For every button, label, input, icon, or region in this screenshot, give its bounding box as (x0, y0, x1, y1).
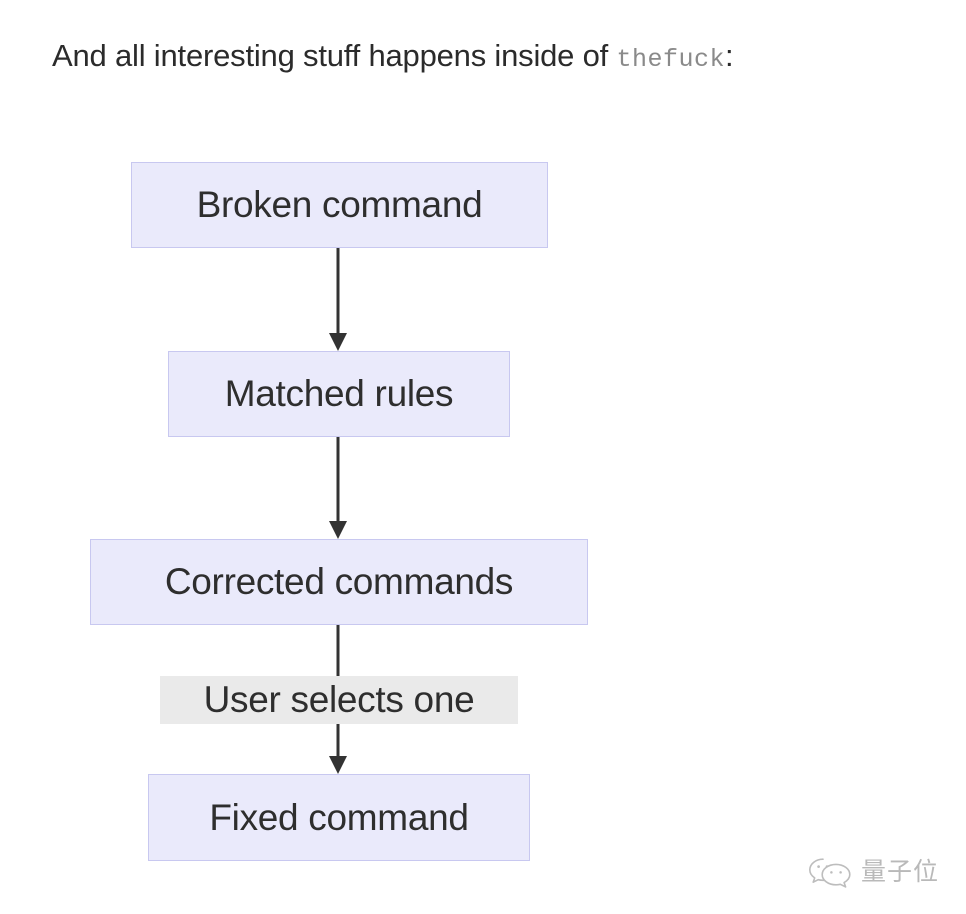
page-caption: And all interesting stuff happens inside… (52, 32, 734, 84)
flowchart-edge-label-user-selects-one: User selects one (160, 676, 518, 724)
wechat-icon (809, 858, 851, 888)
flowchart-node-fixed-command[interactable]: Fixed command (148, 774, 530, 861)
watermark-text: 量子位 (861, 857, 940, 886)
caption-text-after: : (725, 38, 734, 73)
node-label: Fixed command (209, 796, 469, 838)
watermark: 量子位 (808, 856, 939, 888)
edge-matched-to-corrected (329, 437, 347, 539)
edge-broken-to-matched (329, 248, 347, 351)
caption-code-thefuck: thefuck (616, 45, 726, 74)
caption-text-before: And all interesting stuff happens inside… (52, 38, 617, 73)
node-label: Broken command (196, 184, 483, 225)
flowchart-node-matched-rules[interactable]: Matched rules (168, 351, 510, 437)
flowchart-node-corrected-commands[interactable]: Corrected commands (90, 539, 588, 625)
node-label: Corrected commands (164, 561, 514, 602)
flowchart-node-broken-command[interactable]: Broken command (131, 162, 548, 248)
node-label: Matched rules (224, 373, 454, 414)
edge-label-text: User selects one (203, 679, 475, 720)
